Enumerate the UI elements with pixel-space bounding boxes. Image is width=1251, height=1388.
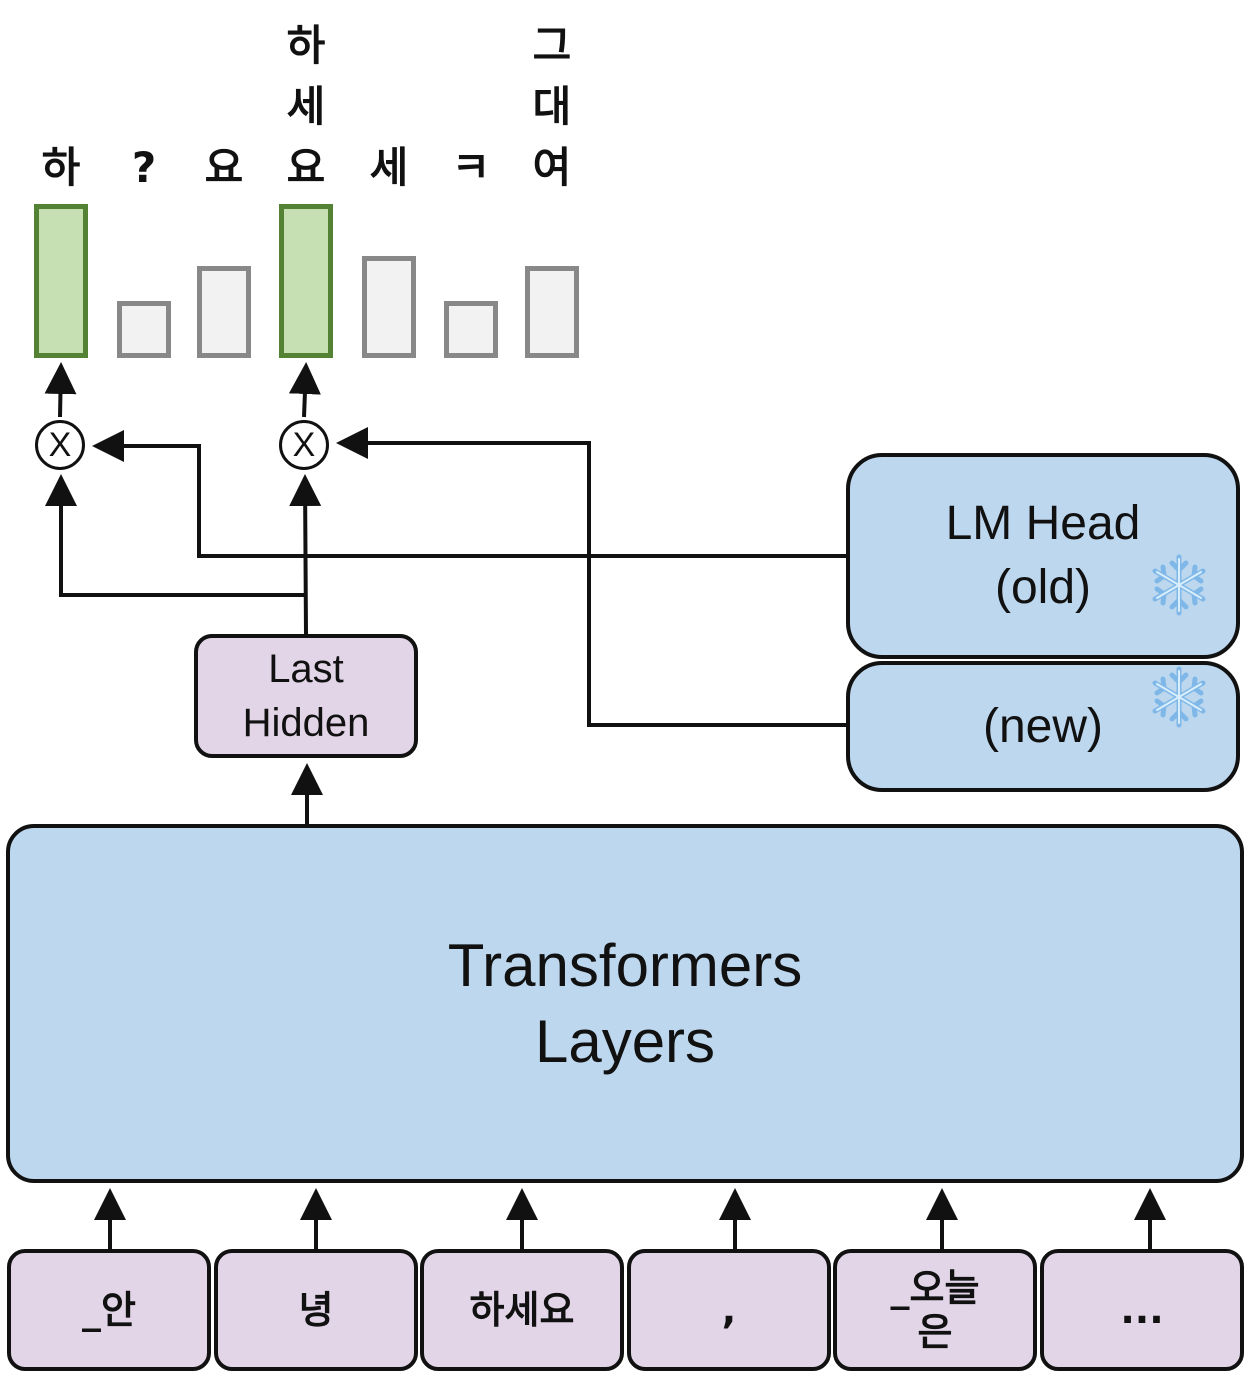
old-head-to-mult-1 — [92, 430, 846, 558]
input-token: , — [627, 1249, 831, 1371]
input-token: 녕 — [214, 1249, 418, 1371]
last-hidden-line2: Hidden — [242, 701, 370, 745]
mult-1-to-bar — [44, 362, 77, 418]
vocab-label-syllable: 하 — [41, 143, 81, 192]
multiply-symbol: X — [292, 425, 316, 464]
input-token: ... — [1040, 1249, 1244, 1371]
input-token-label: _오늘은 — [890, 1266, 980, 1354]
vocab-label: ㅋ — [441, 137, 501, 198]
vocab-label-syllable: 여 — [532, 143, 572, 192]
lm-head-new-block: (new) — [846, 661, 1240, 792]
vocab-bar — [362, 256, 416, 358]
vocab-label-syllable: 요 — [286, 143, 326, 192]
vocab-bar — [444, 301, 498, 358]
lm-head-old-line1: LM Head — [945, 497, 1141, 550]
vocab-label-syllable: ? — [131, 143, 157, 192]
vocab-label-syllable: 대 — [532, 82, 572, 131]
vocab-label: 세 — [359, 137, 419, 198]
vocab-label-syllable: 그 — [532, 21, 572, 70]
multiply-symbol: X — [48, 425, 72, 464]
selected-vocab-bar — [279, 204, 333, 358]
input-token-label: , — [721, 1288, 737, 1332]
last-hidden-block: Last Hidden — [194, 634, 418, 758]
input-token-label: 녕 — [298, 1288, 334, 1332]
multiply-operator: X — [279, 420, 329, 470]
snowflake-icon — [1152, 666, 1206, 728]
vocab-bar — [525, 266, 579, 358]
vocab-bar — [117, 301, 171, 358]
vocab-label-syllable: ㅋ — [451, 143, 491, 192]
vocab-label: ? — [114, 137, 174, 198]
mult-2-to-bar — [288, 362, 321, 418]
snowflake-icon — [1152, 554, 1206, 616]
lm-head-old-block: LM Head (old) — [846, 453, 1240, 659]
input-token: _안 — [7, 1249, 211, 1371]
vocab-label-syllable: 세 — [286, 82, 326, 131]
vocab-label-syllable: 요 — [204, 143, 244, 192]
vocab-label-syllable: 세 — [369, 143, 409, 192]
transformer-label-line1: Transformers — [447, 931, 803, 999]
new-head-to-mult-2 — [336, 427, 846, 727]
vocab-bar — [197, 266, 251, 358]
selected-vocab-bar — [34, 204, 88, 358]
transformer-layers-block: Transformers Layers — [6, 824, 1244, 1183]
input-token-label: 하세요 — [469, 1288, 575, 1332]
input-token-label: _안 — [82, 1288, 136, 1332]
vocab-label-syllable: 하 — [286, 21, 326, 70]
vocab-label: 요 — [194, 137, 254, 198]
transformer-label-line2: Layers — [534, 1007, 716, 1075]
multiply-operator: X — [35, 420, 85, 470]
input-token-label: ... — [1120, 1288, 1164, 1332]
lm-head-new-label: (new) — [982, 700, 1104, 753]
input-token: 하세요 — [420, 1249, 624, 1371]
lm-head-old-line2: (old) — [994, 561, 1091, 614]
vocab-label: 하 — [31, 137, 91, 198]
last-hidden-line1: Last — [268, 647, 344, 691]
hidden-to-mult-1 — [45, 474, 306, 597]
input-token: _오늘은 — [833, 1249, 1037, 1371]
